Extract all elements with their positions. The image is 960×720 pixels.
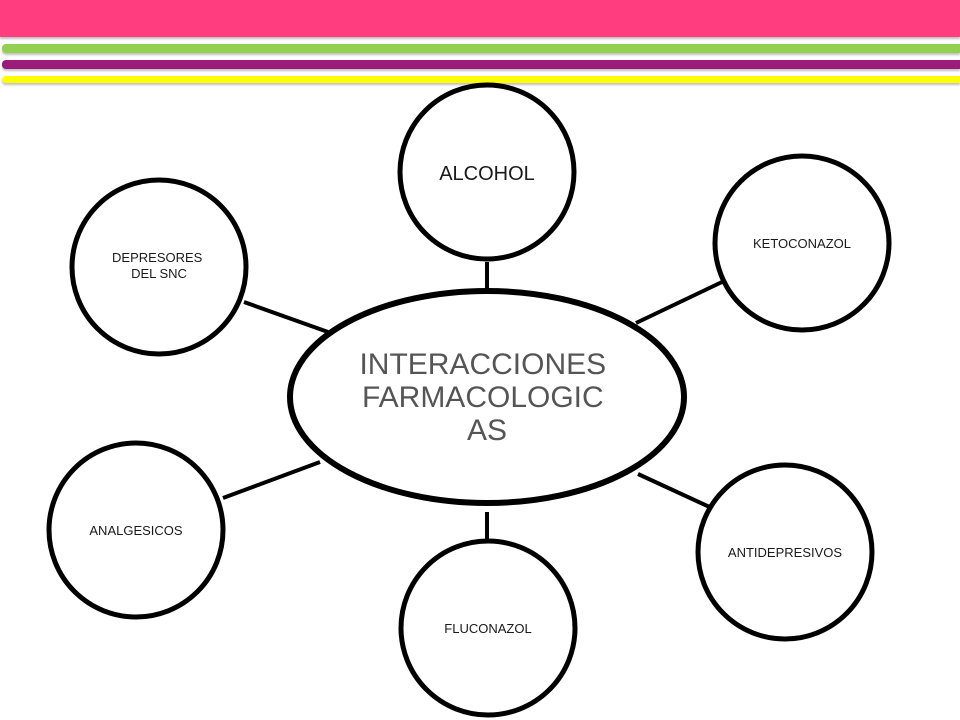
connector-antidepresivos xyxy=(637,472,717,512)
header-band-yellow xyxy=(2,76,960,83)
node-antidepresivos: ANTIDEPRESIVOS xyxy=(695,462,875,642)
svg-text:ANTIDEPRESIVOS: ANTIDEPRESIVOS xyxy=(728,545,842,560)
svg-text:INTERACCIONES FARMACOL: INTERACCIONES FARMACOLOGIC AS xyxy=(359,348,614,447)
connectors xyxy=(222,262,723,542)
svg-text:FLUCONAZOL: FLUCONAZOL xyxy=(444,621,531,636)
header-band-pink xyxy=(0,0,960,37)
center-label-line-2: FARMACOLOGIC xyxy=(362,381,604,414)
node-alcohol: ALCOHOL xyxy=(397,82,577,262)
svg-text:ALCOHOL: ALCOHOL xyxy=(439,163,535,185)
connector-analgesicos xyxy=(222,460,321,500)
svg-text:KETOCONAZOL: KETOCONAZOL xyxy=(753,236,851,251)
svg-text:ANALGESICOS: ANALGESICOS xyxy=(89,523,183,538)
header-band-purple xyxy=(2,60,960,69)
center-label-line-1: INTERACCIONES xyxy=(359,348,606,381)
header-band-green xyxy=(2,44,960,53)
connector-depresores xyxy=(243,300,329,334)
node-label: FLUCONAZOL xyxy=(444,621,531,636)
node-label: ALCOHOL xyxy=(439,163,535,185)
center-node: INTERACCIONES FARMACOLOGIC AS xyxy=(287,288,687,506)
node-label: ANALGESICOS xyxy=(89,523,183,538)
center-label-line-3: AS xyxy=(467,414,507,447)
node-analgesicos: ANALGESICOS xyxy=(46,440,226,620)
node-fluconazol: FLUCONAZOL xyxy=(398,538,578,718)
node-label: KETOCONAZOL xyxy=(753,236,851,251)
node-label-line-2: DEL SNC xyxy=(131,266,187,281)
svg-text:DEPRESORES DEL SNC: DEPRESORES DEL SNC xyxy=(112,250,206,281)
node-depresores: DEPRESORES DEL SNC xyxy=(69,177,249,357)
connector-ketoconazol xyxy=(635,280,723,325)
node-label: ANTIDEPRESIVOS xyxy=(728,545,842,560)
node-label-line-1: DEPRESORES xyxy=(112,250,203,265)
node-ketoconazol: KETOCONAZOL xyxy=(712,153,892,333)
